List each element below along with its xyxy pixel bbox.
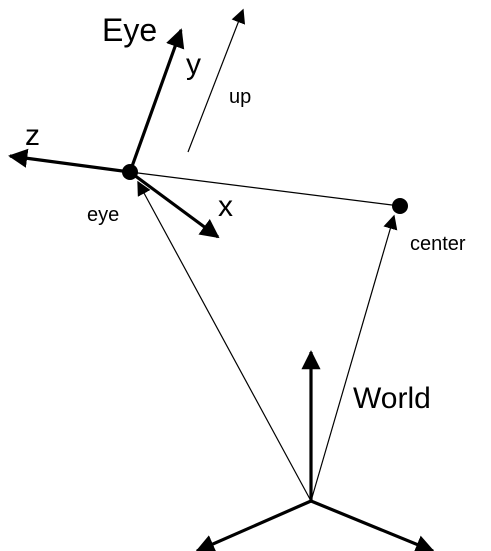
x-axis-label: x bbox=[218, 190, 233, 223]
world-frame bbox=[195, 350, 435, 551]
world-left-axis bbox=[195, 499, 312, 551]
eye-y-axis bbox=[128, 28, 185, 173]
up-label: up bbox=[229, 86, 251, 108]
eye-point-dot bbox=[122, 164, 138, 180]
y-axis-label: y bbox=[186, 48, 201, 81]
world-to-center-vector bbox=[310, 214, 398, 502]
z-axis-label: z bbox=[25, 119, 40, 152]
center-point-label: center bbox=[410, 233, 466, 255]
center-point-dot bbox=[392, 198, 408, 214]
up-vector-arrow bbox=[187, 8, 246, 153]
world-to-eye-vector bbox=[137, 180, 312, 502]
eye-z-axis bbox=[8, 148, 131, 174]
eye-frame-label: Eye bbox=[102, 12, 157, 48]
eye-to-center-line bbox=[129, 171, 401, 207]
world-right-axis bbox=[310, 499, 435, 551]
world-frame-label: World bbox=[353, 382, 431, 415]
eye-point-label: eye bbox=[87, 204, 119, 226]
